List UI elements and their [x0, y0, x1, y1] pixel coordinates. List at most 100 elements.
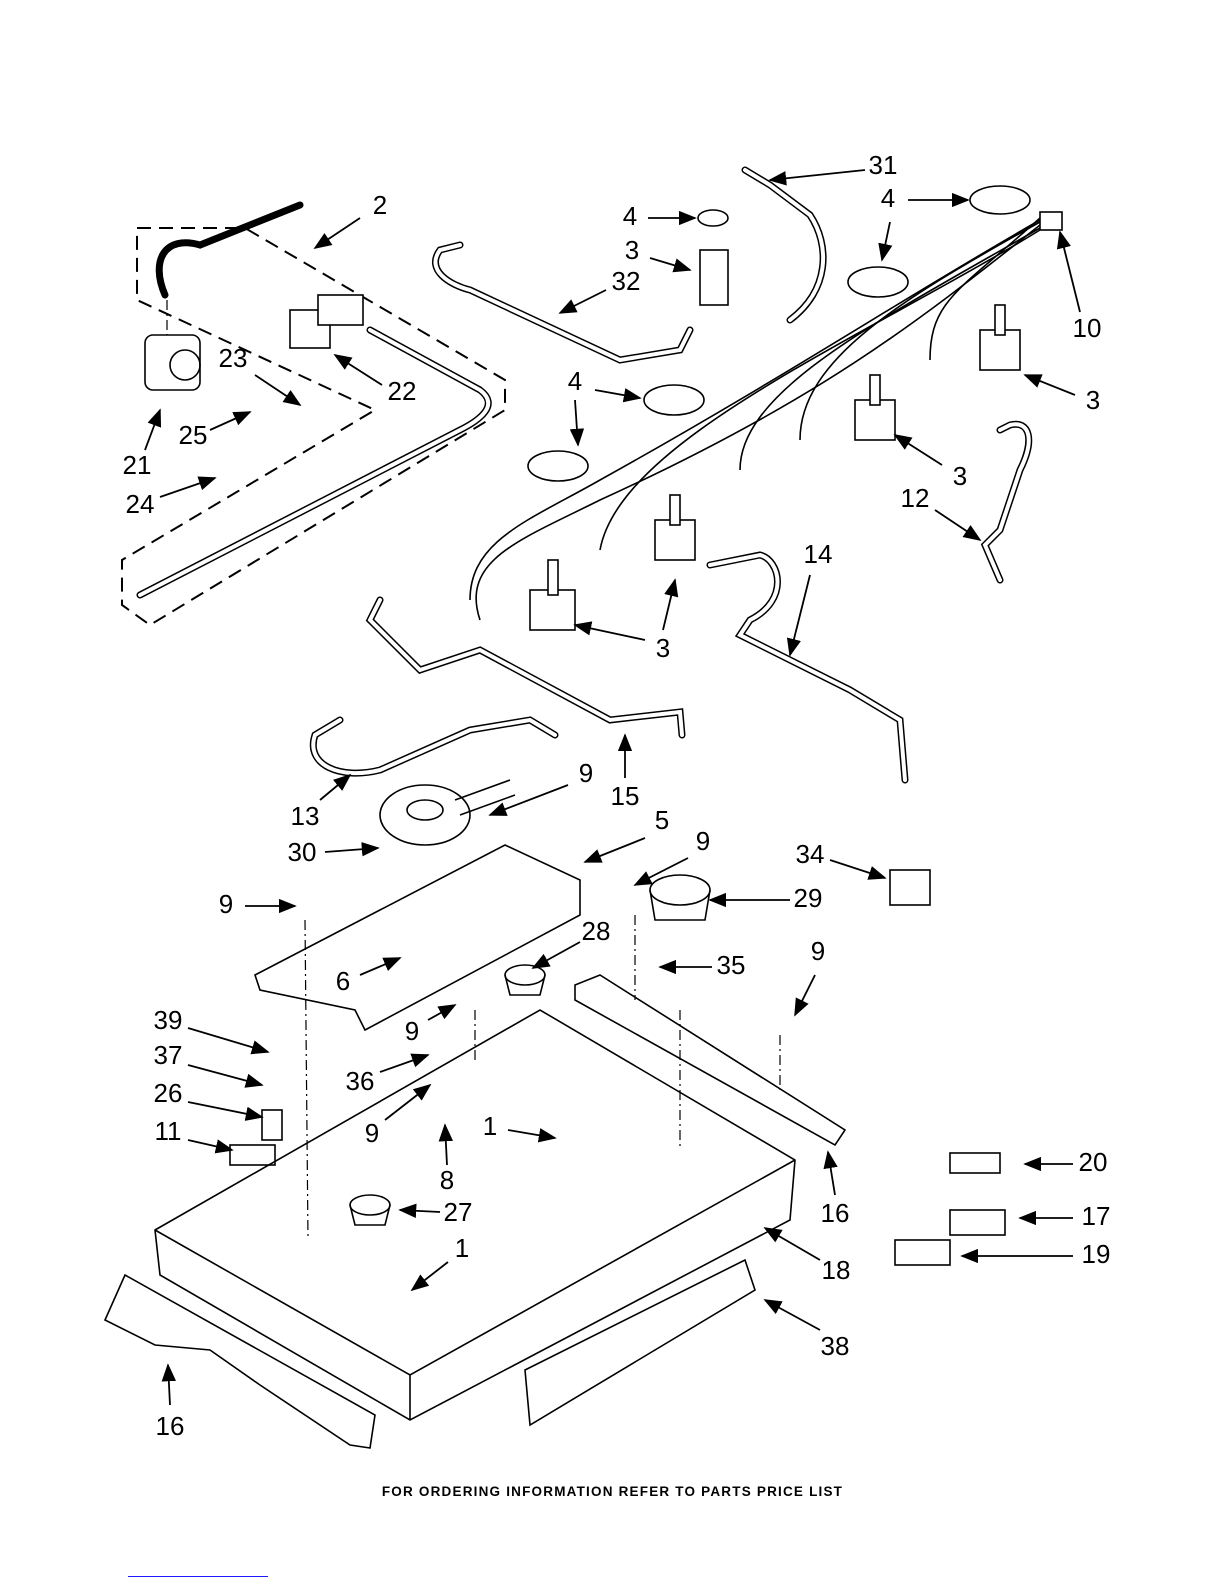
- callout-number: 39: [154, 1005, 183, 1035]
- small-parts: [230, 1110, 1005, 1265]
- callout-arrow: [533, 942, 580, 968]
- callout-arrow: [560, 290, 606, 313]
- callout-arrow: [895, 435, 942, 465]
- callout-29: 29: [710, 883, 822, 913]
- parts-drawing: [105, 170, 1062, 1448]
- callout-number: 11: [155, 1116, 182, 1146]
- callout-number: 9: [219, 889, 233, 919]
- callout-arrow: [650, 258, 690, 270]
- callout-arrow: [188, 1028, 268, 1052]
- callout-arrow: [828, 1152, 835, 1195]
- callout-arrow: [770, 170, 865, 180]
- callout-arrow: [160, 478, 215, 497]
- callout-number: 17: [1082, 1201, 1111, 1231]
- callout-16: 16: [156, 1365, 185, 1441]
- callout-number: 14: [804, 539, 833, 569]
- callout-number: 2: [373, 190, 387, 220]
- callout-number: 19: [1082, 1239, 1111, 1269]
- callout-arrow: [445, 1125, 447, 1165]
- callout-number: 3: [953, 461, 967, 491]
- callout-arrow: [795, 975, 815, 1015]
- callout-3: 3: [575, 580, 675, 663]
- callout-31: 31: [770, 150, 897, 180]
- callout-number: 21: [123, 450, 152, 480]
- callout-arrow: [575, 625, 645, 640]
- callout-number: 22: [388, 376, 417, 406]
- callout-5: 5: [585, 805, 669, 862]
- callout-number: 37: [154, 1040, 183, 1070]
- callout-21: 21: [123, 410, 160, 480]
- callout-9: 9: [490, 758, 593, 815]
- callout-number: 29: [794, 883, 823, 913]
- tube-32: [435, 245, 690, 360]
- callout-arrow: [168, 1365, 170, 1405]
- callout-arrow: [315, 218, 360, 248]
- callout-3: 3: [625, 235, 690, 270]
- callout-number: 4: [881, 183, 895, 213]
- callout-number: 20: [1079, 1147, 1108, 1177]
- callout-number: 16: [156, 1411, 185, 1441]
- callout-number: 31: [869, 150, 898, 180]
- regulator-21: [145, 335, 200, 390]
- burner-cups: [350, 870, 930, 1225]
- callout-arrow: [188, 1140, 232, 1150]
- callout-19: 19: [962, 1239, 1110, 1269]
- callout-34: 34: [796, 839, 885, 878]
- callout-arrow: [1025, 375, 1075, 395]
- callout-arrow: [790, 575, 810, 655]
- callout-arrow: [1060, 232, 1080, 312]
- callout-arrow: [765, 1300, 820, 1330]
- callout-28: 28: [533, 916, 610, 968]
- callout-number: 9: [365, 1118, 379, 1148]
- callout-35: 35: [660, 950, 745, 980]
- callout-number: 3: [656, 633, 670, 663]
- callout-36: 36: [346, 1055, 428, 1096]
- callout-number: 1: [455, 1233, 469, 1263]
- bottom-link-underline[interactable]: [128, 1576, 268, 1577]
- callout-number: 3: [625, 235, 639, 265]
- callout-arrow: [830, 860, 885, 878]
- callout-arrow: [255, 375, 300, 405]
- callout-9: 9: [365, 1085, 430, 1148]
- callout-arrow: [320, 775, 350, 800]
- callout-number: 9: [405, 1016, 419, 1046]
- main-tray-18: [155, 1010, 795, 1420]
- callout-1: 1: [412, 1233, 469, 1290]
- valve-22: [290, 295, 363, 348]
- callout-18: 18: [765, 1228, 850, 1285]
- panel-38: [525, 1260, 755, 1425]
- callout-number: 12: [901, 483, 930, 513]
- side-panel-16: [575, 975, 845, 1145]
- callout-23: 23: [219, 343, 300, 405]
- callout-16: 16: [821, 1152, 850, 1228]
- manifold-pipe: [159, 205, 300, 295]
- callout-30: 30: [288, 837, 378, 867]
- callout-arrow: [635, 858, 688, 885]
- callout-11: 11: [155, 1116, 233, 1150]
- callout-8: 8: [440, 1125, 454, 1195]
- callout-4: 4: [623, 201, 695, 231]
- disc-4: [698, 210, 728, 226]
- callout-arrow: [882, 222, 890, 260]
- callout-32: 32: [560, 266, 640, 313]
- callout-arrow: [145, 410, 160, 450]
- callout-arrow: [188, 1102, 262, 1117]
- callout-38: 38: [765, 1300, 849, 1361]
- callout-arrow: [935, 510, 980, 540]
- callout-arrow: [335, 355, 382, 385]
- callout-arrow: [412, 1262, 448, 1290]
- callout-arrow: [385, 1085, 430, 1120]
- callout-number: 3: [1086, 385, 1100, 415]
- callout-number: 4: [568, 366, 582, 396]
- ordering-info-footer: FOR ORDERING INFORMATION REFER TO PARTS …: [0, 1484, 1225, 1499]
- callout-number: 16: [821, 1198, 850, 1228]
- disc-4: [848, 267, 908, 297]
- callout-number: 38: [821, 1331, 850, 1361]
- callout-number: 1: [483, 1111, 497, 1141]
- callout-arrow: [765, 1228, 820, 1260]
- callout-number: 24: [126, 489, 155, 519]
- callout-3: 3: [1025, 375, 1100, 415]
- callout-number: 15: [611, 781, 640, 811]
- callout-25: 25: [179, 412, 250, 450]
